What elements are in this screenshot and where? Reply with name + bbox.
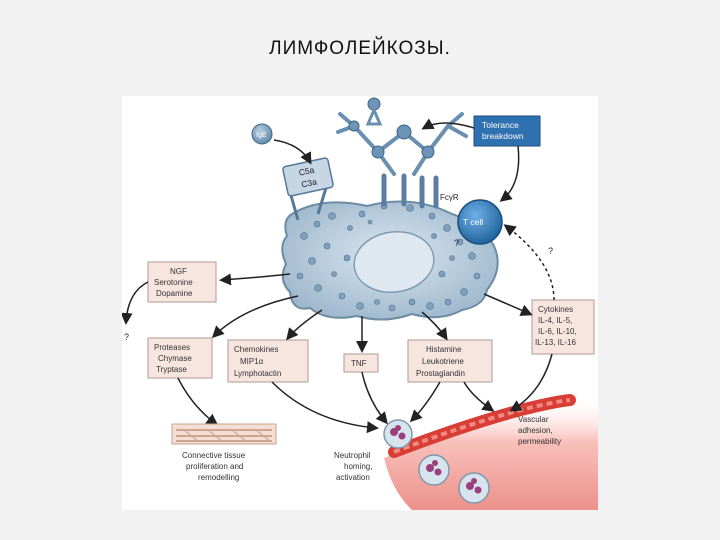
proteases-line-3: Tryptase <box>156 365 187 374</box>
neutrophil-line-2: homing, <box>344 462 372 471</box>
t-cell <box>457 199 503 245</box>
neutrophil-cells <box>383 419 490 504</box>
proteases-line-1: Proteases <box>154 343 190 352</box>
chemokines-line-2: MIP1α <box>240 357 264 366</box>
cytokines-box <box>531 299 595 355</box>
cytokines-line-1: Cytokines <box>538 305 573 314</box>
arrow-question: ? <box>548 246 553 256</box>
ngf-line-1: NGF <box>170 267 187 276</box>
proteases-box <box>147 337 213 379</box>
histamine-box <box>407 339 493 383</box>
vascular-line-1: Vascular <box>518 415 549 424</box>
ngf-line-2: Serotonine <box>154 278 193 287</box>
tcell-label: T cell <box>463 217 483 227</box>
chemokines-line-1: Chemokines <box>234 345 278 354</box>
ngf-box <box>147 261 217 303</box>
tnf-label: TNF <box>351 359 367 368</box>
histamine-line-1: Histamine <box>426 345 462 354</box>
histamine-line-3: Prostaglandin <box>416 369 465 378</box>
neutrophil-line-3: activation <box>336 473 370 482</box>
connective-line-3: remodelling <box>198 473 239 482</box>
neutrophil-line-1: Neutrophil <box>334 451 371 460</box>
connective-line-1: Connective tissue <box>182 451 246 460</box>
ige-arrow <box>273 139 312 165</box>
tolerance-line-2: breakdown <box>482 131 524 141</box>
vascular-line-2: adhesion, <box>518 426 553 435</box>
vascular-line-3: permeability <box>518 437 561 446</box>
left-question: ? <box>124 332 129 342</box>
ige-circle <box>251 123 273 145</box>
ngf-line-3: Dopamine <box>156 289 193 298</box>
tolerance-line-1: Tolerance <box>482 120 519 130</box>
cytokines-line-4: IL-13, IL-16 <box>535 338 576 347</box>
chemokines-box <box>227 339 309 383</box>
cytokines-to-tcell-arrow <box>503 224 555 301</box>
tolerance-box <box>473 115 541 147</box>
c5a-label: C5a <box>298 165 316 178</box>
vessel-wall <box>388 394 576 458</box>
c3a-label: C3a <box>300 176 318 189</box>
tolerance-to-tcell-arrow <box>499 145 520 202</box>
connective-line-2: proliferation and <box>186 462 243 471</box>
histamine-line-2: Leukotriene <box>422 357 464 366</box>
antigen-nodes <box>348 97 435 159</box>
proteases-line-2: Chymase <box>158 354 192 363</box>
connective-tissue <box>171 423 277 445</box>
slide-title: ЛИМФОЛЕЙКОЗЫ. <box>269 38 451 59</box>
output-arrows <box>122 273 553 434</box>
tcell-question: ? <box>454 238 459 248</box>
chemokines-line-3: Lymphotactin <box>234 369 281 378</box>
tolerance-to-complex-arrow <box>421 118 475 130</box>
cytokines-line-3: IL-6, IL-10, <box>538 327 577 336</box>
tnf-box <box>343 353 379 373</box>
mast-cell-diagram: C5a C3a IgE FcγR Tolerance breakdown T c… <box>122 96 598 510</box>
fcr-label: FcγR <box>440 193 459 202</box>
immune-complex <box>336 112 468 176</box>
granules <box>296 202 481 312</box>
fc-receptor <box>381 173 439 209</box>
ige-label: IgE <box>256 132 267 139</box>
diagram-canvas: C5a C3a IgE FcγR Tolerance breakdown T c… <box>122 97 598 510</box>
antigen-link <box>365 106 383 126</box>
cytokines-line-2: IL-4, IL-5, <box>538 316 572 325</box>
mast-cell <box>281 200 499 321</box>
